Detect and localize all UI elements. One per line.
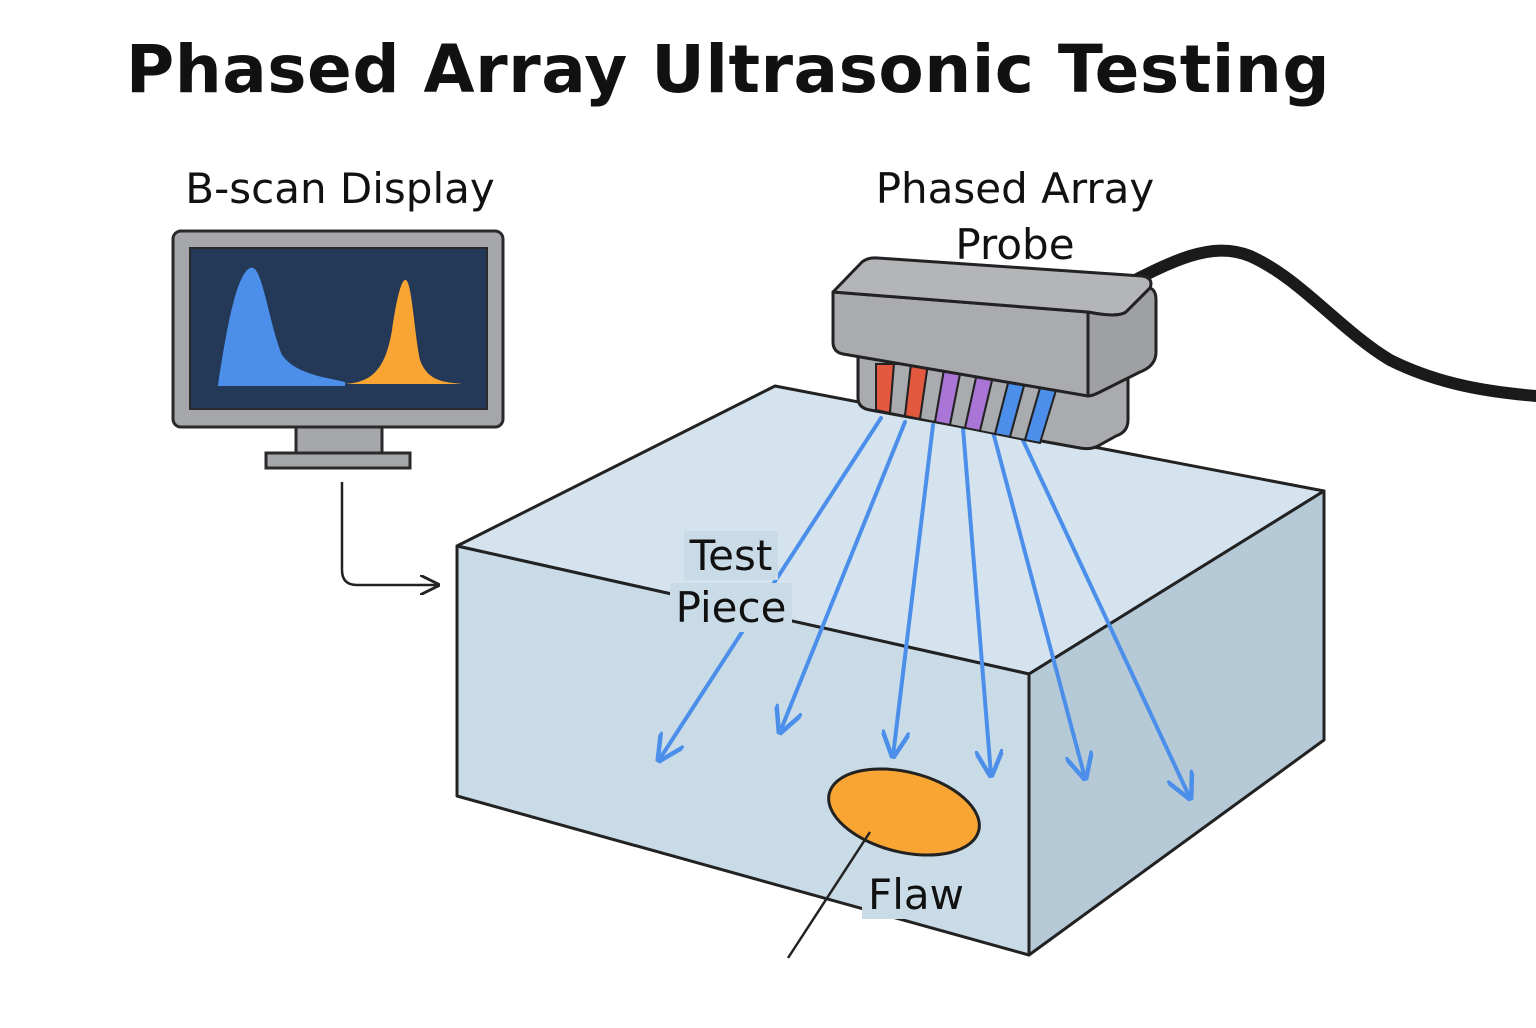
probe-cable [1106, 244, 1536, 402]
flaw-ellipse [827, 767, 981, 857]
flaw-label: Flaw [836, 868, 996, 922]
signal-peak-blue [218, 267, 345, 386]
beam-6 [1019, 434, 1190, 798]
bscan-display-label: B-scan Display [185, 164, 495, 213]
flaw-leader-line [786, 831, 872, 959]
probe-label-line2: Probe [955, 220, 1075, 269]
probe-upper-side [1086, 286, 1158, 398]
monitor-connector-arrow [340, 482, 438, 585]
test-piece-label-line2: Piece [631, 581, 831, 635]
flaw-label-text: Flaw [862, 870, 970, 919]
beam-5 [991, 430, 1085, 778]
test-piece-label-text2: Piece [669, 583, 793, 632]
test-piece-label-line1: Test [631, 529, 831, 583]
test-piece-label-text1: Test [683, 531, 779, 580]
bscan-monitor [171, 229, 505, 470]
page-title: Phased Array Ultrasonic Testing [125, 31, 1331, 108]
beam-2 [780, 420, 907, 732]
block-side-face [1027, 489, 1326, 957]
beam-3 [893, 423, 935, 756]
test-piece-block [455, 384, 1326, 957]
probe-label-line1: Phased Array [875, 164, 1155, 213]
beam-4 [961, 426, 991, 775]
monitor-neck [294, 425, 384, 455]
signal-peak-orange [340, 279, 462, 384]
monitor-base [264, 451, 412, 470]
probe-upper-front [831, 290, 1090, 398]
phased-array-probe [831, 256, 1158, 451]
